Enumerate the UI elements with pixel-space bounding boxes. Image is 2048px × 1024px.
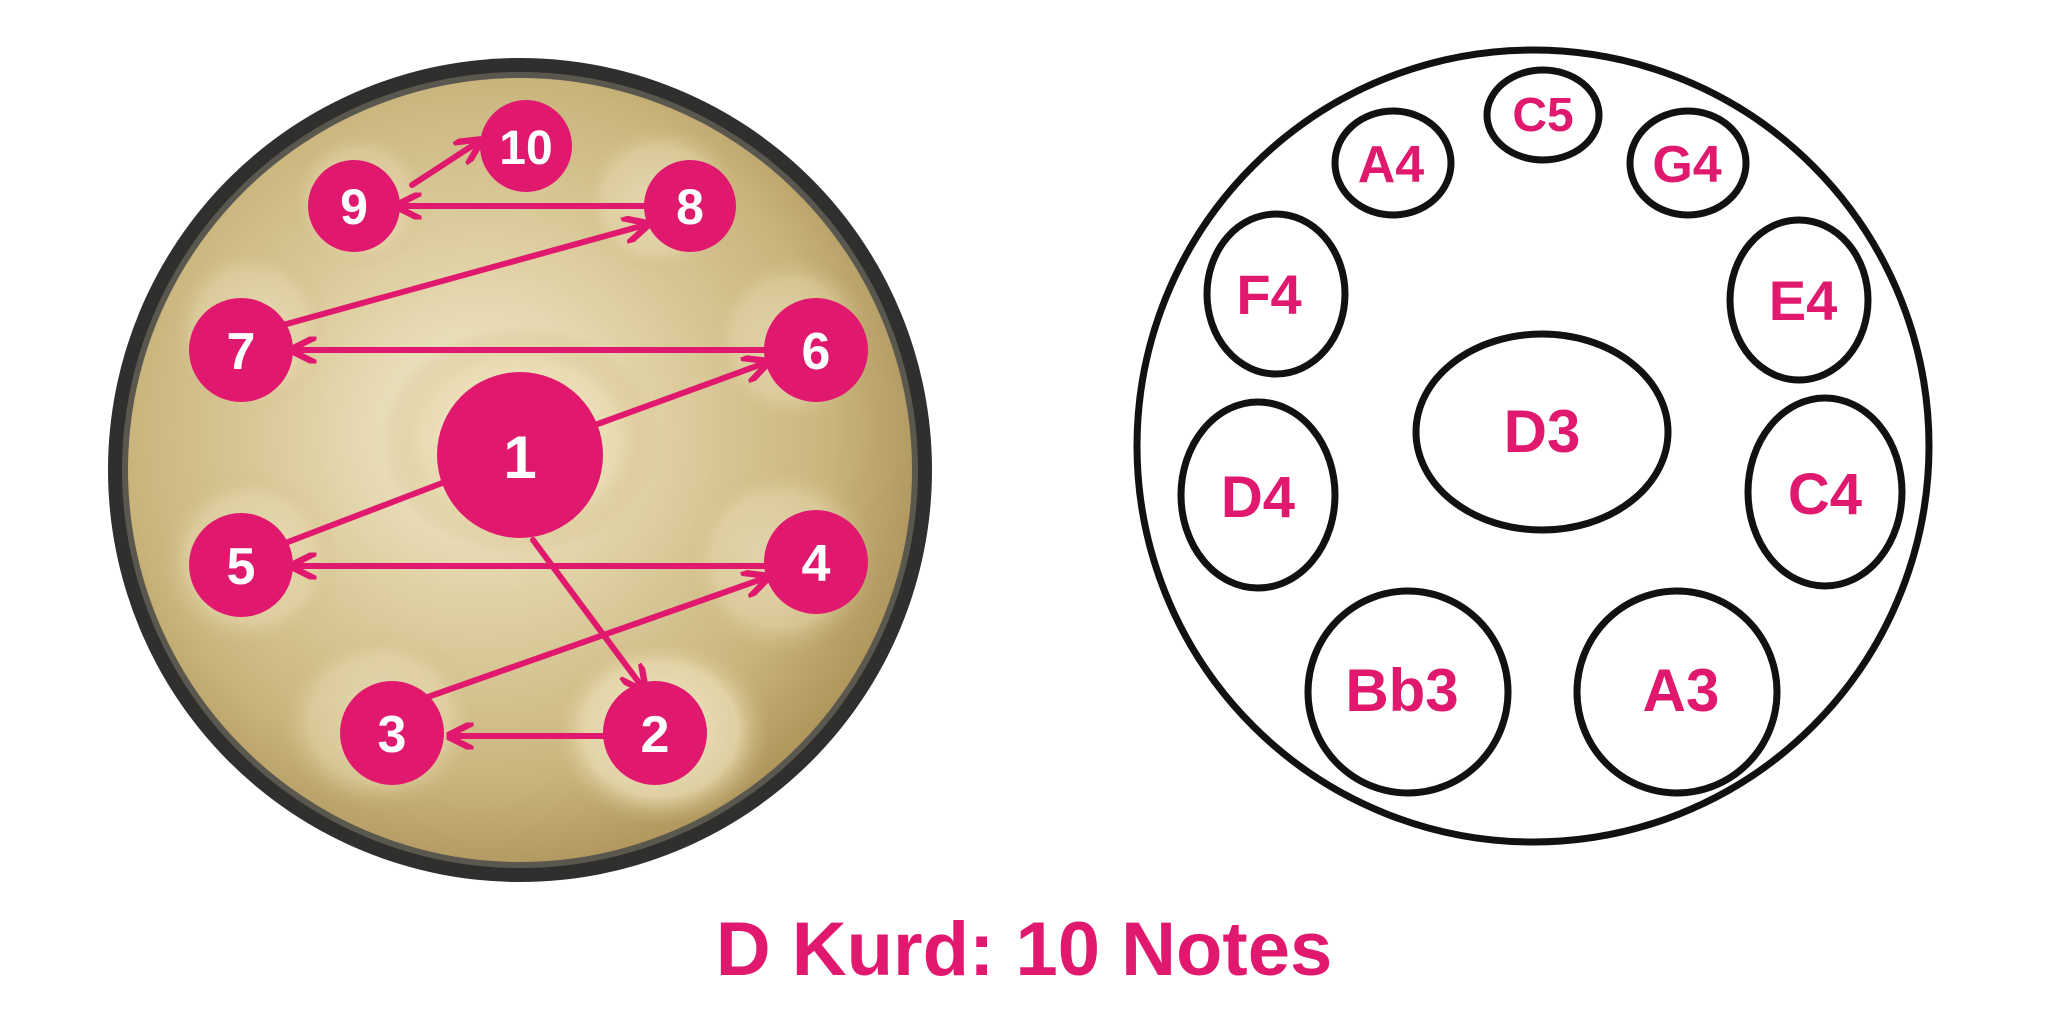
- play-order-labels: 1 2 3 4 5 6 7 8 9 10: [227, 122, 831, 764]
- field-a3: [1573, 587, 1781, 797]
- marker-label-6: 6: [802, 323, 831, 381]
- arrow-5-to-1: [285, 477, 453, 545]
- arrow-9-to-10: [409, 142, 478, 188]
- marker-label-8: 8: [676, 179, 704, 235]
- marker-label-10: 10: [499, 122, 552, 175]
- field-d4: [1177, 398, 1339, 592]
- marker-label-1: 1: [503, 424, 536, 491]
- note-layout: [1133, 46, 1933, 846]
- label-g4: G4: [1652, 136, 1721, 194]
- marker-label-9: 9: [340, 179, 368, 235]
- ding-field: [1412, 330, 1672, 534]
- marker-9: [308, 160, 400, 252]
- marker-8: [644, 160, 736, 252]
- field-g4: [1626, 107, 1750, 219]
- arrow-3-to-4: [422, 578, 765, 701]
- field-c5: [1483, 66, 1603, 164]
- label-e4: E4: [1769, 269, 1838, 332]
- label-bb3: Bb3: [1345, 657, 1458, 724]
- field-a4: [1331, 107, 1455, 219]
- marker-10: [480, 100, 572, 192]
- marker-4: [764, 510, 868, 614]
- marker-3: [340, 681, 444, 785]
- marker-label-3: 3: [378, 706, 407, 764]
- label-a4: A4: [1358, 136, 1425, 194]
- label-a3: A3: [1643, 657, 1720, 724]
- label-c5: C5: [1512, 89, 1573, 142]
- field-bb3: [1304, 587, 1512, 797]
- marker-6: [764, 298, 868, 402]
- marker-label-2: 2: [641, 706, 670, 764]
- field-c4: [1744, 394, 1906, 590]
- marker-label-7: 7: [227, 323, 256, 381]
- marker-2: [603, 681, 707, 785]
- marker-1: [437, 372, 603, 538]
- arrow-1-to-6: [592, 363, 765, 428]
- label-c4: C4: [1788, 462, 1862, 527]
- diagram-caption: D Kurd: 10 Notes: [715, 907, 1333, 992]
- label-f4: F4: [1236, 263, 1301, 326]
- sequence-arrows: [280, 142, 768, 736]
- marker-5: [189, 513, 293, 617]
- ding-label: D3: [1504, 398, 1581, 465]
- marker-label-5: 5: [227, 538, 256, 596]
- arrow-7-to-8: [280, 225, 645, 328]
- note-name-labels: D3 Bb3 A3 C4 D4 E4 F4 G4 A4 C5: [1221, 89, 1862, 724]
- play-order-markers: [189, 100, 868, 785]
- field-e4: [1726, 216, 1872, 384]
- field-f4: [1203, 210, 1349, 378]
- label-d4: D4: [1221, 465, 1295, 530]
- marker-label-4: 4: [802, 535, 831, 593]
- marker-7: [189, 298, 293, 402]
